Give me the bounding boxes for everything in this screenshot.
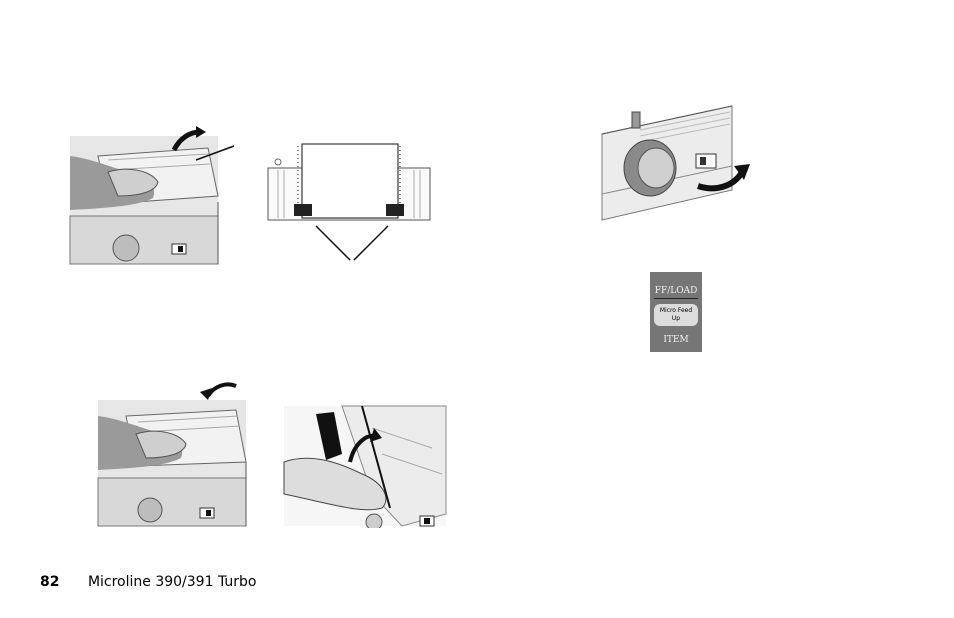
platen-knob-illustration [600, 104, 750, 222]
close-cover-illustration [282, 404, 448, 528]
up-label: Up [672, 315, 680, 322]
manual-title: Microline 390/391 Turbo [88, 574, 257, 590]
tractor-paper-diagram [266, 142, 434, 268]
lift-separator-illustration [68, 126, 240, 266]
page-number: 82 [40, 574, 59, 590]
ff-load-control-panel: FF/LOAD Micro Feed Up ITEM [650, 272, 702, 352]
micro-feed-up-button[interactable]: Micro Feed Up [654, 304, 698, 326]
page-footer: 82 Microline 390/391 Turbo [40, 574, 256, 590]
micro-feed-label: Micro Feed [660, 307, 692, 314]
ff-load-label: FF/LOAD [654, 286, 698, 299]
item-label: ITEM [650, 335, 702, 345]
lower-separator-illustration [96, 378, 252, 528]
